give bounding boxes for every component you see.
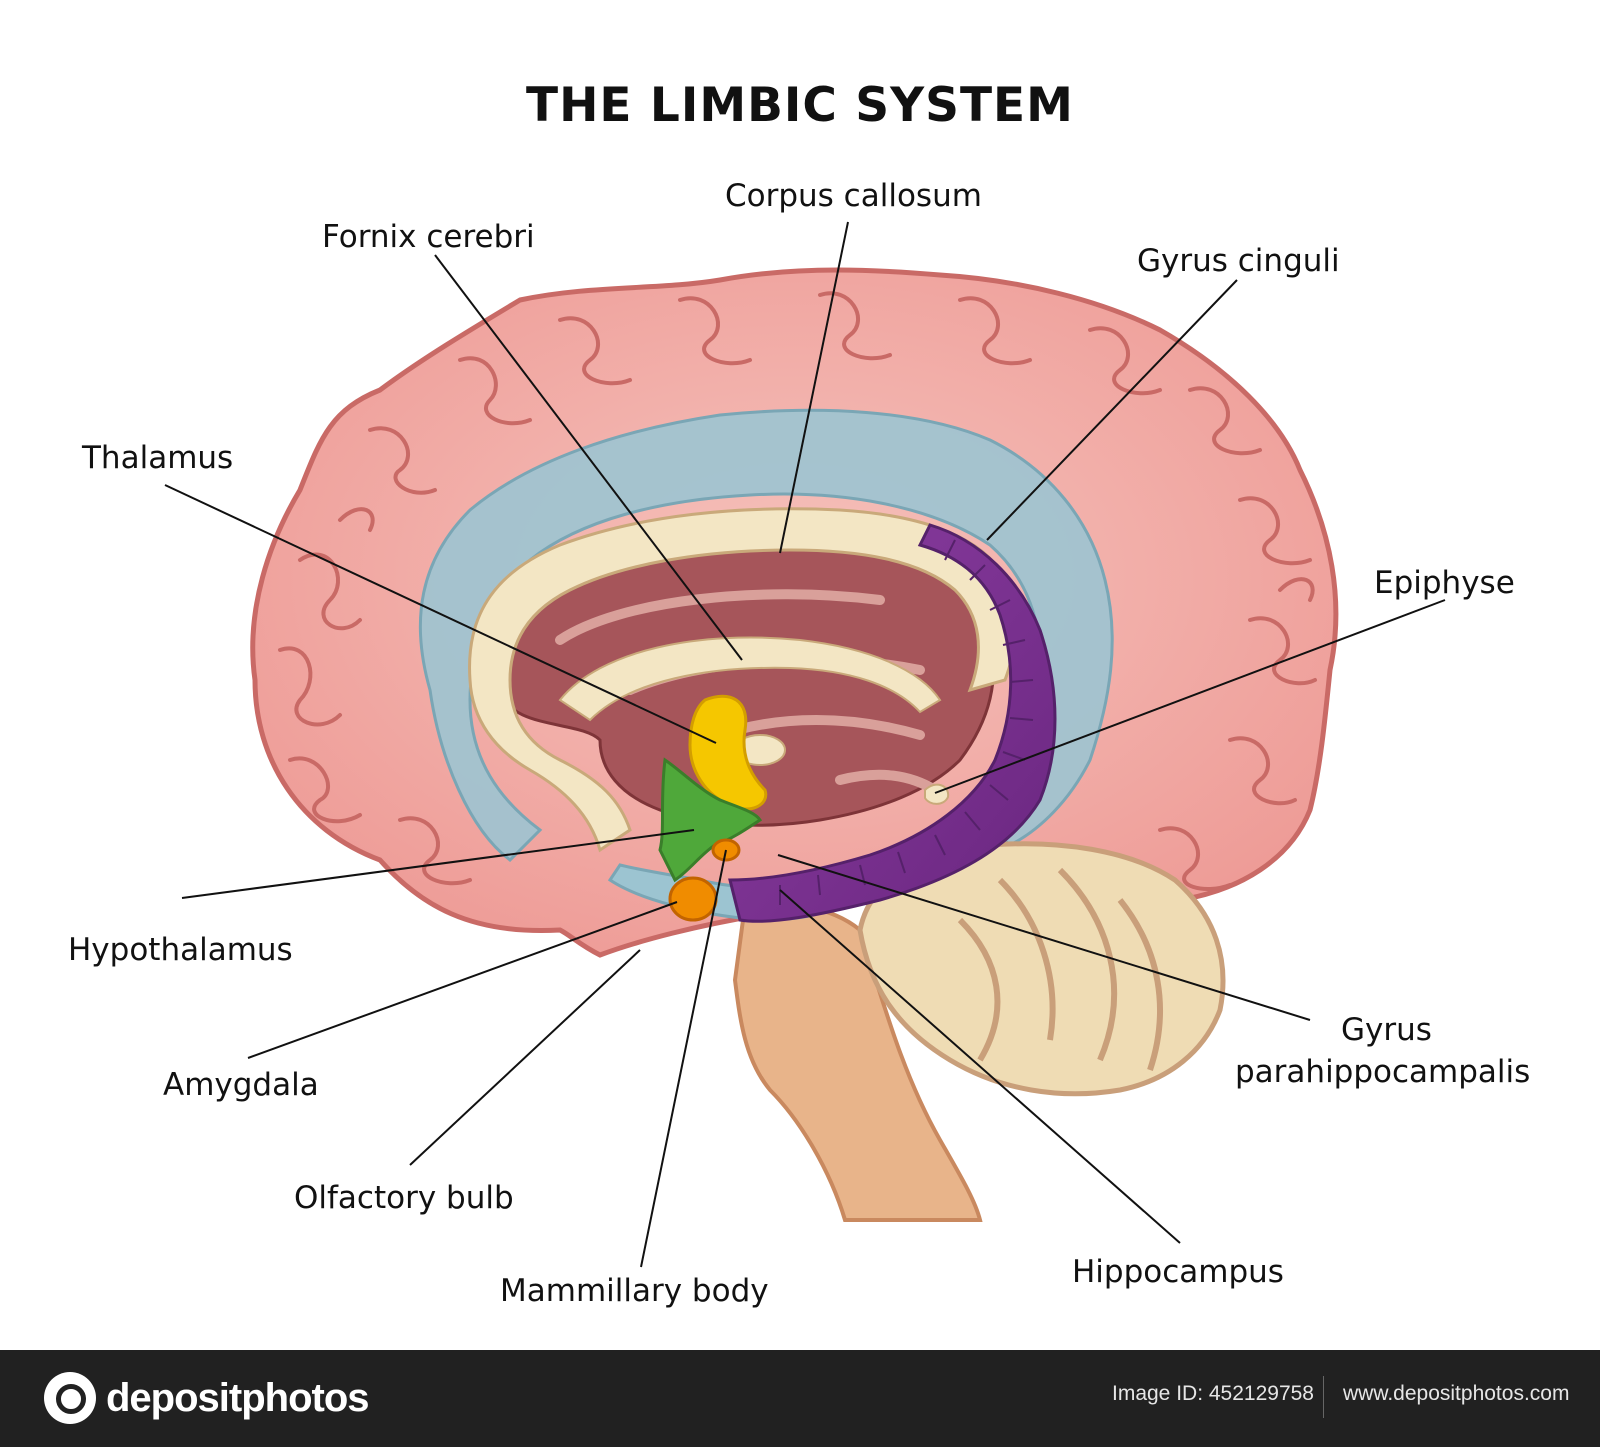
footer-divider <box>1323 1376 1324 1418</box>
diagram-title: THE LIMBIC SYSTEM <box>526 78 1074 133</box>
leader-amygdala <box>247 901 678 1059</box>
footer-bar: depositphotos Image ID: 452129758 www.de… <box>0 1350 1600 1447</box>
label-hippocampus: Hippocampus <box>1072 1254 1284 1290</box>
leader-epiphyse <box>934 599 1446 794</box>
brain-diagram <box>164 221 1446 1268</box>
label-thalamus: Thalamus <box>82 440 234 476</box>
image-id: Image ID: 452129758 <box>1112 1382 1314 1405</box>
label-gyrus-cinguli: Gyrus cinguli <box>1137 243 1340 279</box>
brand-name: depositphotos <box>106 1375 370 1420</box>
leader-fornix-cerebri <box>434 254 743 661</box>
label-gyrus-parahippocampalis-2: parahippocampalis <box>1235 1054 1531 1090</box>
brainstem <box>732 901 983 1222</box>
leader-thalamus <box>164 484 717 744</box>
label-olfactory-bulb: Olfactory bulb <box>294 1180 514 1216</box>
label-gyrus-parahippocampalis-1: Gyrus <box>1341 1012 1432 1048</box>
leader-olfactory-bulb <box>409 949 641 1166</box>
label-mammillary-body: Mammillary body <box>500 1273 769 1309</box>
amygdala <box>668 876 718 922</box>
label-fornix-cerebri: Fornix cerebri <box>322 219 535 255</box>
hippocampus-segments <box>779 539 1034 905</box>
leader-corpus-callosum <box>779 221 849 554</box>
camera-logo-icon <box>44 1372 96 1424</box>
thalamus <box>688 694 768 811</box>
label-hypothalamus: Hypothalamus <box>68 932 293 968</box>
epiphyse <box>924 783 950 805</box>
brand-logo[interactable]: depositphotos <box>44 1372 370 1424</box>
leader-lines <box>164 221 1446 1268</box>
leader-gyrus-cinguli <box>986 279 1238 541</box>
fornix <box>558 636 942 722</box>
label-corpus-callosum: Corpus callosum <box>725 178 982 214</box>
cortex-gyri <box>278 291 1317 892</box>
site-url[interactable]: www.depositphotos.com <box>1343 1382 1570 1405</box>
label-epiphyse: Epiphyse <box>1374 565 1515 601</box>
leader-hypothalamus <box>181 829 695 899</box>
leader-hippocampus <box>779 889 1181 1244</box>
label-amygdala: Amygdala <box>163 1067 319 1103</box>
leader-mammillary-body <box>640 849 727 1268</box>
leader-gyrus-parahippocampalis <box>777 854 1311 1021</box>
